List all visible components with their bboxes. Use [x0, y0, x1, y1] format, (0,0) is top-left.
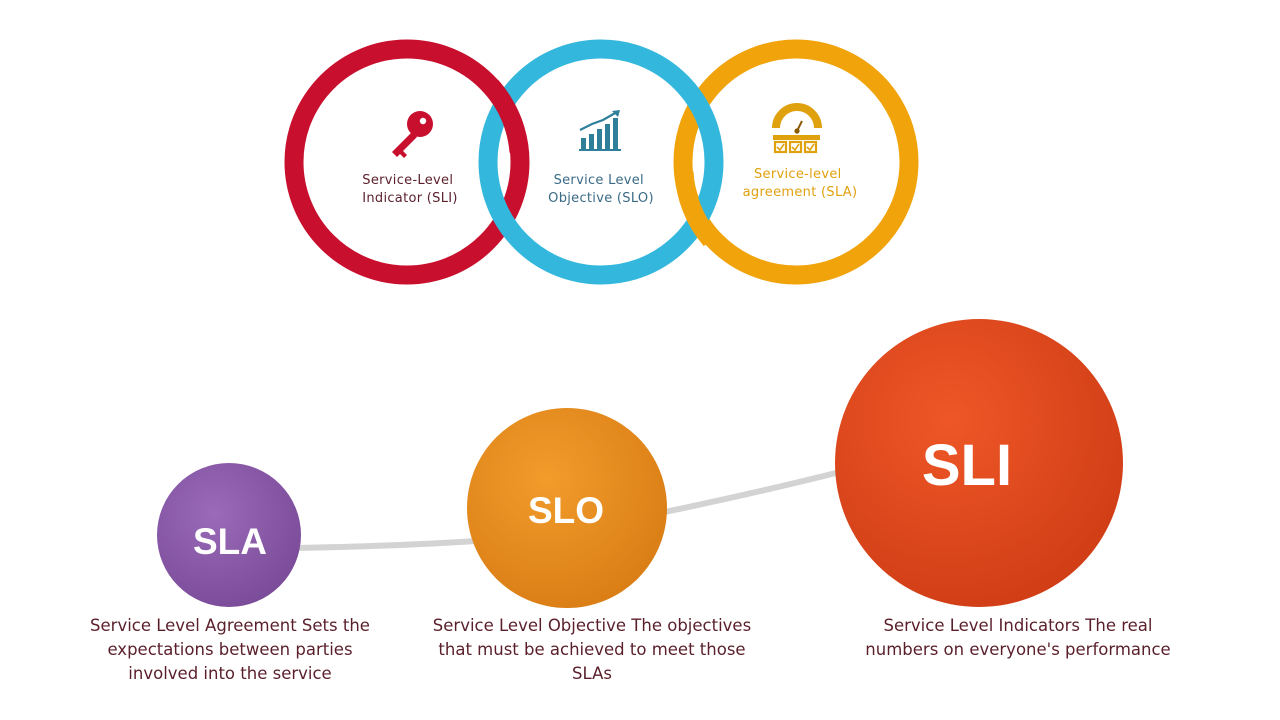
- description-sla: Service Level Agreement Sets the expecta…: [90, 616, 370, 683]
- ring-label-sla: Service-level agreement (SLA): [743, 167, 858, 200]
- ring-sla-overlap: [674, 171, 719, 247]
- gauge-checklist-icon: [772, 103, 822, 154]
- bubble-slo: SLO: [467, 408, 667, 608]
- description-slo: Service Level Objective The objectives t…: [432, 616, 752, 683]
- bubble-sli: SLI: [835, 319, 1123, 607]
- description-sli: Service Level Indicators The real number…: [865, 616, 1171, 659]
- connector-sla-slo: [292, 538, 478, 551]
- growth-chart-icon: [579, 110, 621, 151]
- bubble-sla: SLA: [157, 463, 301, 607]
- ring-label-sli: Service-Level Indicator (SLI): [362, 173, 458, 206]
- connector-slo-sli: [662, 469, 843, 515]
- ring-sli: [284, 39, 530, 285]
- ring-sli-overlap: [483, 79, 529, 154]
- key-icon: [392, 111, 433, 158]
- bubble-label-sli: SLI: [922, 433, 1012, 498]
- ring-sla: [673, 39, 919, 285]
- bubble-label-slo: SLO: [528, 490, 604, 531]
- ring-slo: [478, 39, 724, 285]
- rings-group: [284, 39, 919, 285]
- ring-label-slo: Service Level Objective (SLO): [548, 173, 654, 206]
- bubble-label-sla: SLA: [193, 521, 267, 562]
